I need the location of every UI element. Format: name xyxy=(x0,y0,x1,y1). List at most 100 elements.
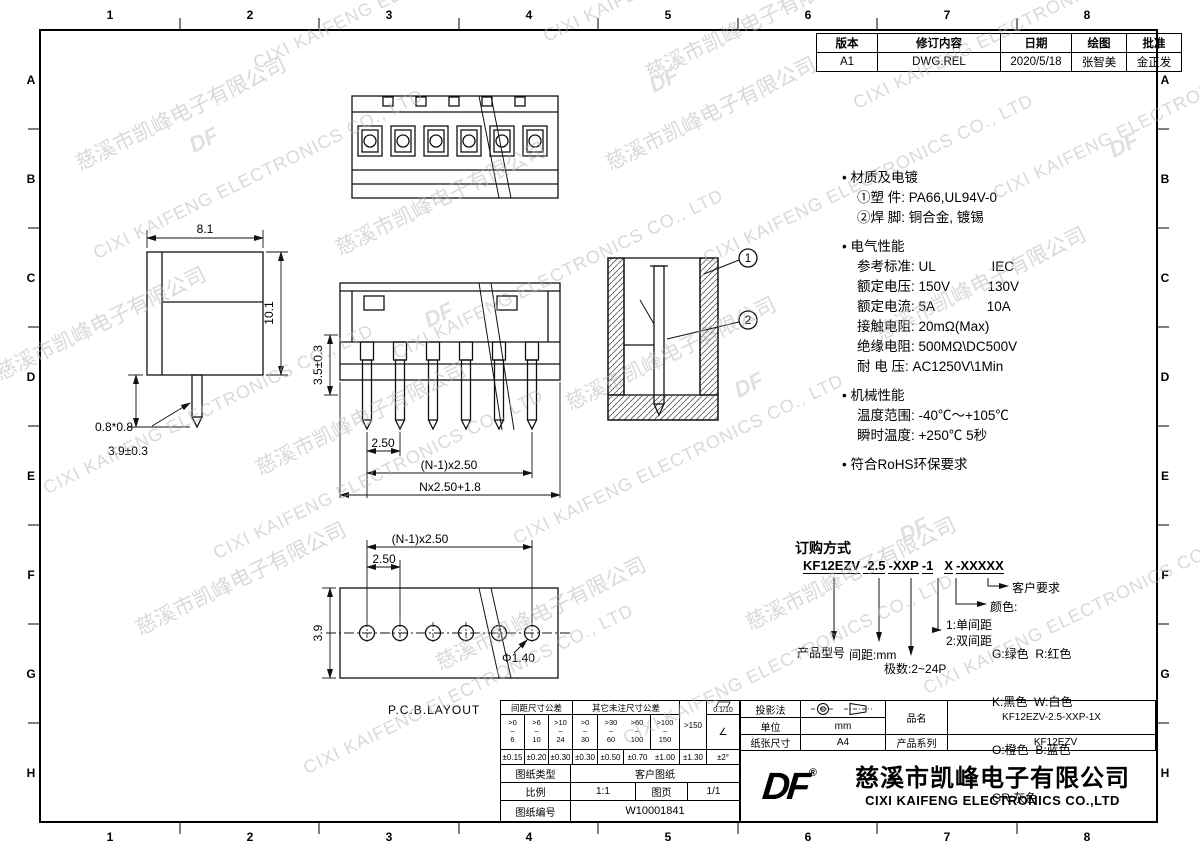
company-name-cn: 慈溪市凯峰电子有限公司 xyxy=(855,764,1130,792)
ordering-label-customer: 客户要求 xyxy=(1012,581,1061,595)
grid-row-label: H xyxy=(1160,766,1170,780)
tolerance-range: >0 ~ 6 xyxy=(501,715,525,750)
drawing-number-label: 图纸编号 xyxy=(501,801,571,821)
logo-text: DF xyxy=(760,765,810,808)
page-label: 图页 xyxy=(636,783,688,801)
ordering-title: 订购方式 xyxy=(795,540,851,556)
ordering-label-pitch: 间距:mm xyxy=(849,648,897,662)
dimension-lines xyxy=(128,230,561,679)
drawing-number-value: W10001841 xyxy=(625,805,685,817)
ordering-label-color-title: 颜色: xyxy=(990,600,1018,614)
spec-line: • 电气性能 xyxy=(842,239,905,254)
specifications-block: • 材质及电镀 ①塑 件: PA66,UL94V-0 ②焊 脚: 铜合金, 镀锡… xyxy=(842,168,1157,475)
grid-col-label: 5 xyxy=(664,8,672,22)
revision-content: DWG.REL xyxy=(877,52,1001,72)
product-series-value: KF12EZV xyxy=(948,735,1156,751)
section-view: 1 2 xyxy=(607,248,758,421)
ordering-label-single-row: 1:单间距 xyxy=(946,618,993,632)
drawing-type-label: 图纸类型 xyxy=(501,765,571,783)
spec-line: • 符合RoHS环保要求 xyxy=(842,457,968,472)
tolerance-table: 间距尺寸公差 其它未注尺寸公差 >150 0.1/10 >0 ~ 6 >6 ~ … xyxy=(500,700,740,822)
revision-col-drawn: 绘图 xyxy=(1071,33,1127,53)
tolerance-value: ±1.00 xyxy=(651,750,680,765)
revision-col-approved: 批准 xyxy=(1126,33,1182,53)
grid-row-label: B xyxy=(1160,172,1170,186)
grid-col-label: 6 xyxy=(804,8,812,22)
grid-col-label: 8 xyxy=(1083,830,1091,844)
grid-col-label: 7 xyxy=(943,8,951,22)
grid-row-label: B xyxy=(26,172,36,186)
tolerance-group2-header: 其它未注尺寸公差 xyxy=(573,701,680,715)
color-option-line: K:黑色 W:白色 xyxy=(992,695,1073,709)
paper-size-value: A4 xyxy=(801,735,886,751)
ordering-segment-rows: -1 xyxy=(921,558,934,574)
product-series-label: 产品系列 xyxy=(886,735,948,751)
grid-row-label: F xyxy=(1161,568,1169,582)
grid-row-label: E xyxy=(1160,469,1170,483)
spec-line: 参考标准: UL IEC xyxy=(857,259,1015,274)
tolerance-range: >100 ~ 150 xyxy=(651,715,680,750)
tolerance-range: >6 ~ 10 xyxy=(525,715,549,750)
front-elevation-view xyxy=(339,282,561,431)
spec-line: 绝缘电阻: 500MΩ\DC500V xyxy=(857,339,1018,354)
grid-col-label: 4 xyxy=(525,8,533,22)
tolerance-value: ±0.50 xyxy=(598,750,624,765)
title-block-grid: 投影法 品名 KF12EZV-2.5-XXP-1X 单位 mm 纸张尺寸 A4 xyxy=(741,701,1156,751)
revision-table: 版本 修订内容 日期 绘图 批准 A1 DWG.REL 2020/5/18 张智… xyxy=(816,33,1182,72)
spec-line: • 机械性能 xyxy=(842,388,905,403)
company-block: DF® 慈溪市凯峰电子有限公司 CIXI KAIFENG ELECTRONICS… xyxy=(741,751,1156,822)
spec-line: 额定电压: 150V 130V xyxy=(857,279,1020,294)
tolerance-range: >30 ~ 60 xyxy=(598,715,624,750)
tolerance-value: ±1.30 xyxy=(680,750,707,765)
grid-col-label: 4 xyxy=(525,830,533,844)
tolerance-value: ±0.30 xyxy=(549,750,573,765)
grid-row-label: F xyxy=(27,568,35,582)
revision-col-content: 修订内容 xyxy=(877,33,1001,53)
paper-size-label: 纸张尺寸 xyxy=(741,735,801,751)
grid-col-label: 5 xyxy=(664,830,672,844)
dim-total-width: Nx2.50+1.8 xyxy=(419,480,481,494)
spec-line: ②焊 脚: 铜合金, 镀锡 xyxy=(857,210,984,225)
grid-row-label: A xyxy=(26,73,36,87)
dim-pcb-height: 3.9 xyxy=(311,624,325,641)
tolerance-value: ±0.30 xyxy=(573,750,598,765)
ordering-label-poles: 极数:2~24P xyxy=(884,662,947,676)
revision-col-date: 日期 xyxy=(1000,33,1072,53)
spec-line: • 材质及电镀 xyxy=(842,170,918,185)
spec-line: 温度范围: -40℃～+105℃ xyxy=(857,408,1009,423)
grid-col-label: 1 xyxy=(106,8,114,22)
tolerance-group1-header: 间距尺寸公差 xyxy=(501,701,573,715)
grid-col-label: 3 xyxy=(385,8,393,22)
solder-pins xyxy=(359,341,540,431)
revision-header-row: 版本 修订内容 日期 绘图 批准 xyxy=(816,33,1182,53)
tolerance-value: ±0.15 xyxy=(501,750,525,765)
flatness-tolerance-cell: 0.1/10 xyxy=(707,701,739,715)
third-angle-projection-icon xyxy=(811,702,872,716)
tolerance-value: ±0.70 xyxy=(624,750,651,765)
spec-line: ①塑 件: PA66,UL94V-0 xyxy=(857,190,998,205)
revision-version: A1 xyxy=(816,52,878,72)
dim-pitch: 2.50 xyxy=(371,436,395,450)
ordering-code: KF12EZV -2.5 -XXP -1 X -XXXXX xyxy=(803,558,1007,574)
dim-pin-square: 0.8*0.8 xyxy=(95,420,133,434)
spec-line: 额定电流: 5A 10A xyxy=(857,299,1011,314)
dim-pitch-n: (N-1)x2.50 xyxy=(421,458,478,472)
scale-page-row: 比例 1:1 图页 1/1 xyxy=(501,783,739,801)
grid-col-label: 2 xyxy=(246,8,254,22)
ordering-segment-custom: -XXXXX xyxy=(956,558,1004,574)
product-name-label: 品名 xyxy=(886,701,948,735)
ordering-label-double-row: 2:双间距 xyxy=(946,634,993,648)
ordering-color-options: G:绿色 R:红色 K:黑色 W:白色 O:橙色 B:蓝色 GR:灰色 xyxy=(992,614,1072,838)
color-option-line: GR:灰色 xyxy=(992,791,1038,805)
grid-col-label: 8 xyxy=(1083,8,1091,22)
tolerance-range: >0 ~ 30 xyxy=(573,715,598,750)
ordering-leader-lines xyxy=(831,578,1009,656)
revision-row: A1 DWG.REL 2020/5/18 张智美 金正发 xyxy=(816,52,1182,72)
dim-pcb-pitch-n: (N-1)x2.50 xyxy=(392,532,449,546)
callout-1: 1 xyxy=(745,251,752,265)
ordering-segment-series: KF12EZV xyxy=(803,558,861,574)
ordering-label-product-model: 产品型号 xyxy=(797,646,846,660)
page-value: 1/1 xyxy=(688,783,739,801)
